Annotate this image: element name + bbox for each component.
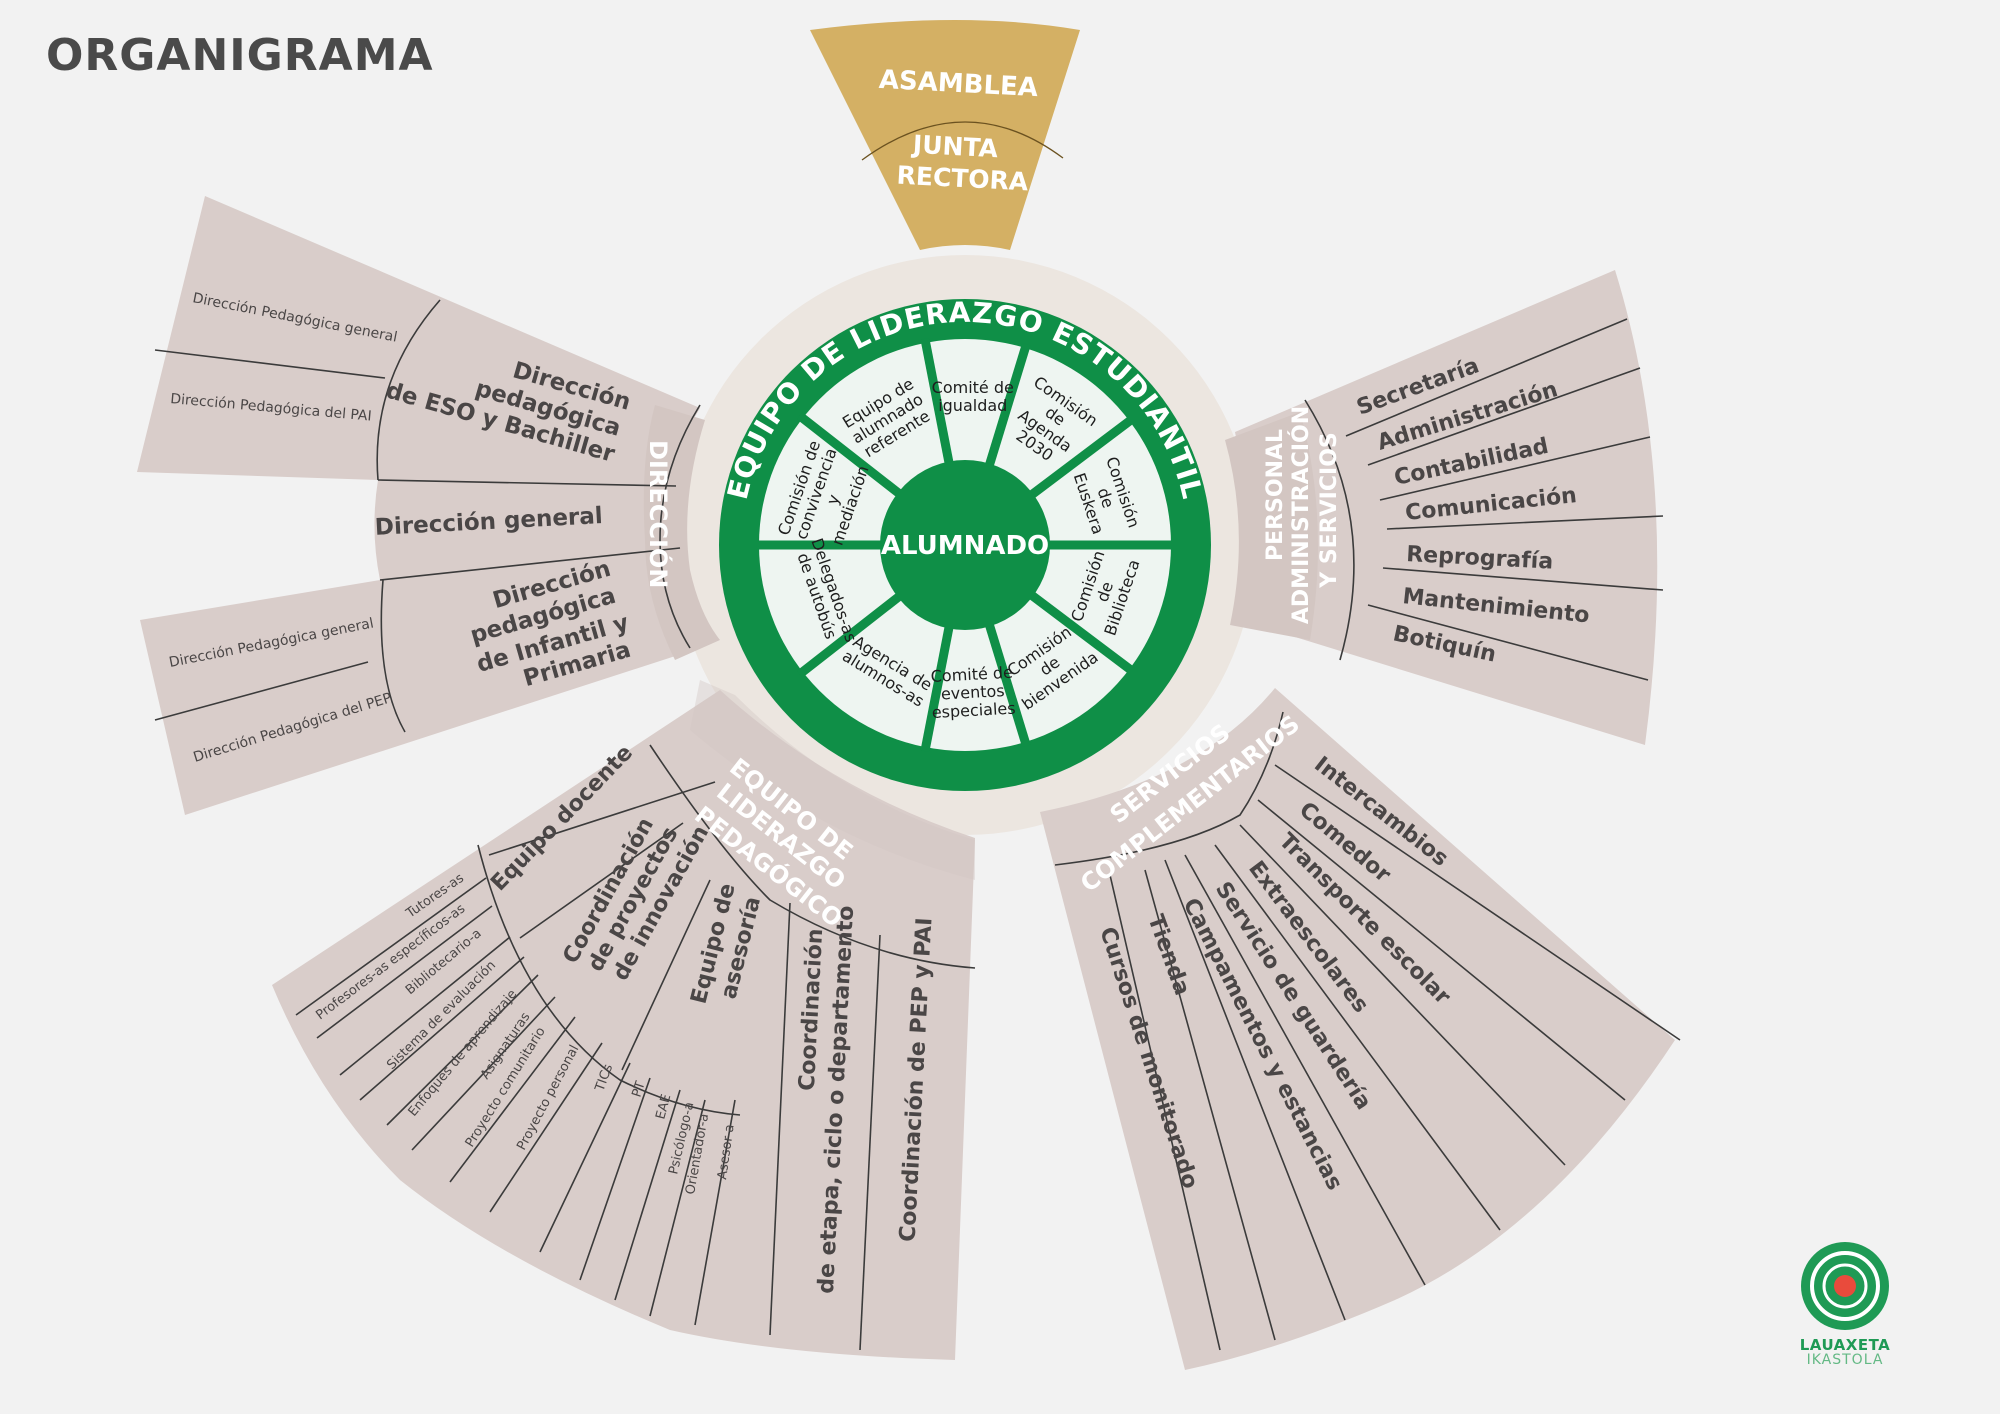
divider bbox=[380, 579, 406, 733]
logo-icon bbox=[1801, 1242, 1889, 1330]
divider bbox=[614, 1089, 681, 1301]
wheel-spoke bbox=[984, 342, 1031, 470]
divider bbox=[1367, 604, 1649, 681]
wheel-spoke bbox=[984, 620, 1031, 748]
divider bbox=[1239, 824, 1566, 1166]
divider bbox=[1386, 515, 1664, 530]
logo-line1: LAUAXETA bbox=[1799, 1336, 1891, 1354]
top-sector: ASAMBLEA JUNTA RECTORA bbox=[810, 20, 1080, 250]
divider bbox=[295, 877, 487, 1016]
divider bbox=[579, 1077, 651, 1281]
pas-label: PERSONAL ADMINISTRACIÓN Y SERVICIOS bbox=[1263, 406, 1342, 624]
pas-band[interactable] bbox=[1225, 412, 1318, 640]
divider bbox=[649, 1099, 706, 1317]
general-block[interactable] bbox=[374, 480, 680, 580]
divider bbox=[449, 1016, 576, 1183]
divider bbox=[1367, 367, 1641, 466]
divider bbox=[1054, 711, 1284, 866]
divider bbox=[1109, 874, 1221, 1351]
wheel-segment-label: especiales bbox=[931, 699, 1016, 722]
direccion-label: DIRECCIÓN bbox=[644, 440, 674, 588]
alumnado-hub[interactable] bbox=[880, 460, 1050, 630]
svg-text:Y SERVICIOS: Y SERVICIOS bbox=[1317, 432, 1342, 589]
divider bbox=[1382, 567, 1664, 591]
wheel-segment-label: igualdad bbox=[938, 396, 1007, 415]
wheel-segment-label: Comité de bbox=[932, 378, 1014, 397]
divider bbox=[1274, 764, 1681, 1041]
wheel-spoke bbox=[1026, 415, 1136, 501]
divider bbox=[154, 661, 369, 721]
divider bbox=[359, 956, 525, 1101]
wheel-spoke bbox=[1026, 589, 1136, 675]
page-title: ORGANIGRAMA bbox=[46, 30, 434, 81]
divider bbox=[154, 349, 386, 379]
wheel-spoke bbox=[796, 590, 905, 678]
wheel-segment-label: eventos bbox=[940, 681, 1005, 703]
pas-block[interactable] bbox=[1235, 270, 1658, 745]
svg-text:PERSONAL: PERSONAL bbox=[1263, 429, 1288, 561]
infantil-label: Dirección pedagógica de Infantil y Prima… bbox=[467, 556, 633, 692]
pedagogico-band[interactable] bbox=[690, 680, 975, 880]
divider bbox=[377, 479, 677, 487]
divider bbox=[411, 996, 556, 1151]
lauaxeta-logo: LAUAXETA IKASTOLA bbox=[1790, 1240, 1900, 1368]
divider bbox=[379, 547, 681, 581]
divider bbox=[386, 974, 539, 1126]
servicios-sector: SERVICIOS COMPLEMENTARIOS Intercambios C… bbox=[1040, 688, 1681, 1370]
pedagogico-block[interactable] bbox=[272, 690, 975, 1360]
divider bbox=[1184, 854, 1426, 1286]
divider bbox=[694, 1099, 736, 1326]
divider bbox=[1144, 869, 1276, 1341]
wheel-spoke bbox=[796, 412, 905, 500]
divider bbox=[339, 936, 511, 1076]
divider bbox=[1304, 399, 1355, 661]
asesoria-child: EAE bbox=[653, 1093, 674, 1121]
infantil-block[interactable] bbox=[140, 548, 700, 815]
divider bbox=[488, 781, 716, 856]
eso-block[interactable] bbox=[137, 196, 700, 486]
svg-text:ADMINISTRACIÓN: ADMINISTRACIÓN bbox=[1288, 406, 1314, 624]
alumnado-label: ALUMNADO bbox=[881, 531, 1049, 561]
junta-rectora-line1: JUNTA bbox=[910, 130, 999, 164]
direccion-sector: DIRECCIÓN Dirección Pedagógica general D… bbox=[137, 196, 720, 815]
divider bbox=[477, 844, 741, 1116]
student-wheel: ALUMNADO EQUIPO DE LIDERAZGO ESTUDIANTIL… bbox=[719, 296, 1211, 791]
wheel-spoke bbox=[920, 622, 955, 753]
divider bbox=[859, 934, 881, 1351]
divider bbox=[376, 299, 441, 481]
wheel-spoke bbox=[920, 337, 955, 468]
asesoria-child: PT bbox=[630, 1080, 649, 1100]
divider bbox=[489, 1042, 603, 1213]
divider bbox=[1257, 799, 1626, 1101]
asamblea-sector[interactable] bbox=[810, 20, 1080, 250]
junta-rectora-line2: RECTORA bbox=[896, 161, 1030, 197]
pedagogico-sector: EQUIPO DE LIDERAZGO PEDAGÓGICO Equipo do… bbox=[272, 680, 976, 1360]
logo-line2: IKASTOLA bbox=[1806, 1352, 1884, 1368]
divider bbox=[649, 744, 976, 969]
divider bbox=[769, 902, 791, 1336]
divider bbox=[1164, 859, 1346, 1321]
divider bbox=[659, 404, 701, 649]
wheel-spokes bbox=[755, 337, 1175, 753]
divider bbox=[1214, 844, 1501, 1231]
divider bbox=[519, 822, 684, 939]
asamblea-divider bbox=[861, 121, 1064, 161]
divider bbox=[621, 879, 711, 1071]
servicios-block[interactable] bbox=[1040, 688, 1675, 1370]
direccion-band[interactable] bbox=[643, 405, 720, 660]
divider bbox=[1379, 436, 1651, 501]
wheel-segment-label: Comité de bbox=[930, 663, 1013, 686]
divider bbox=[1345, 318, 1628, 437]
divider bbox=[316, 905, 493, 1039]
divider bbox=[539, 1062, 631, 1253]
pas-sector: PERSONAL ADMINISTRACIÓN Y SERVICIOS Secr… bbox=[1225, 270, 1664, 745]
